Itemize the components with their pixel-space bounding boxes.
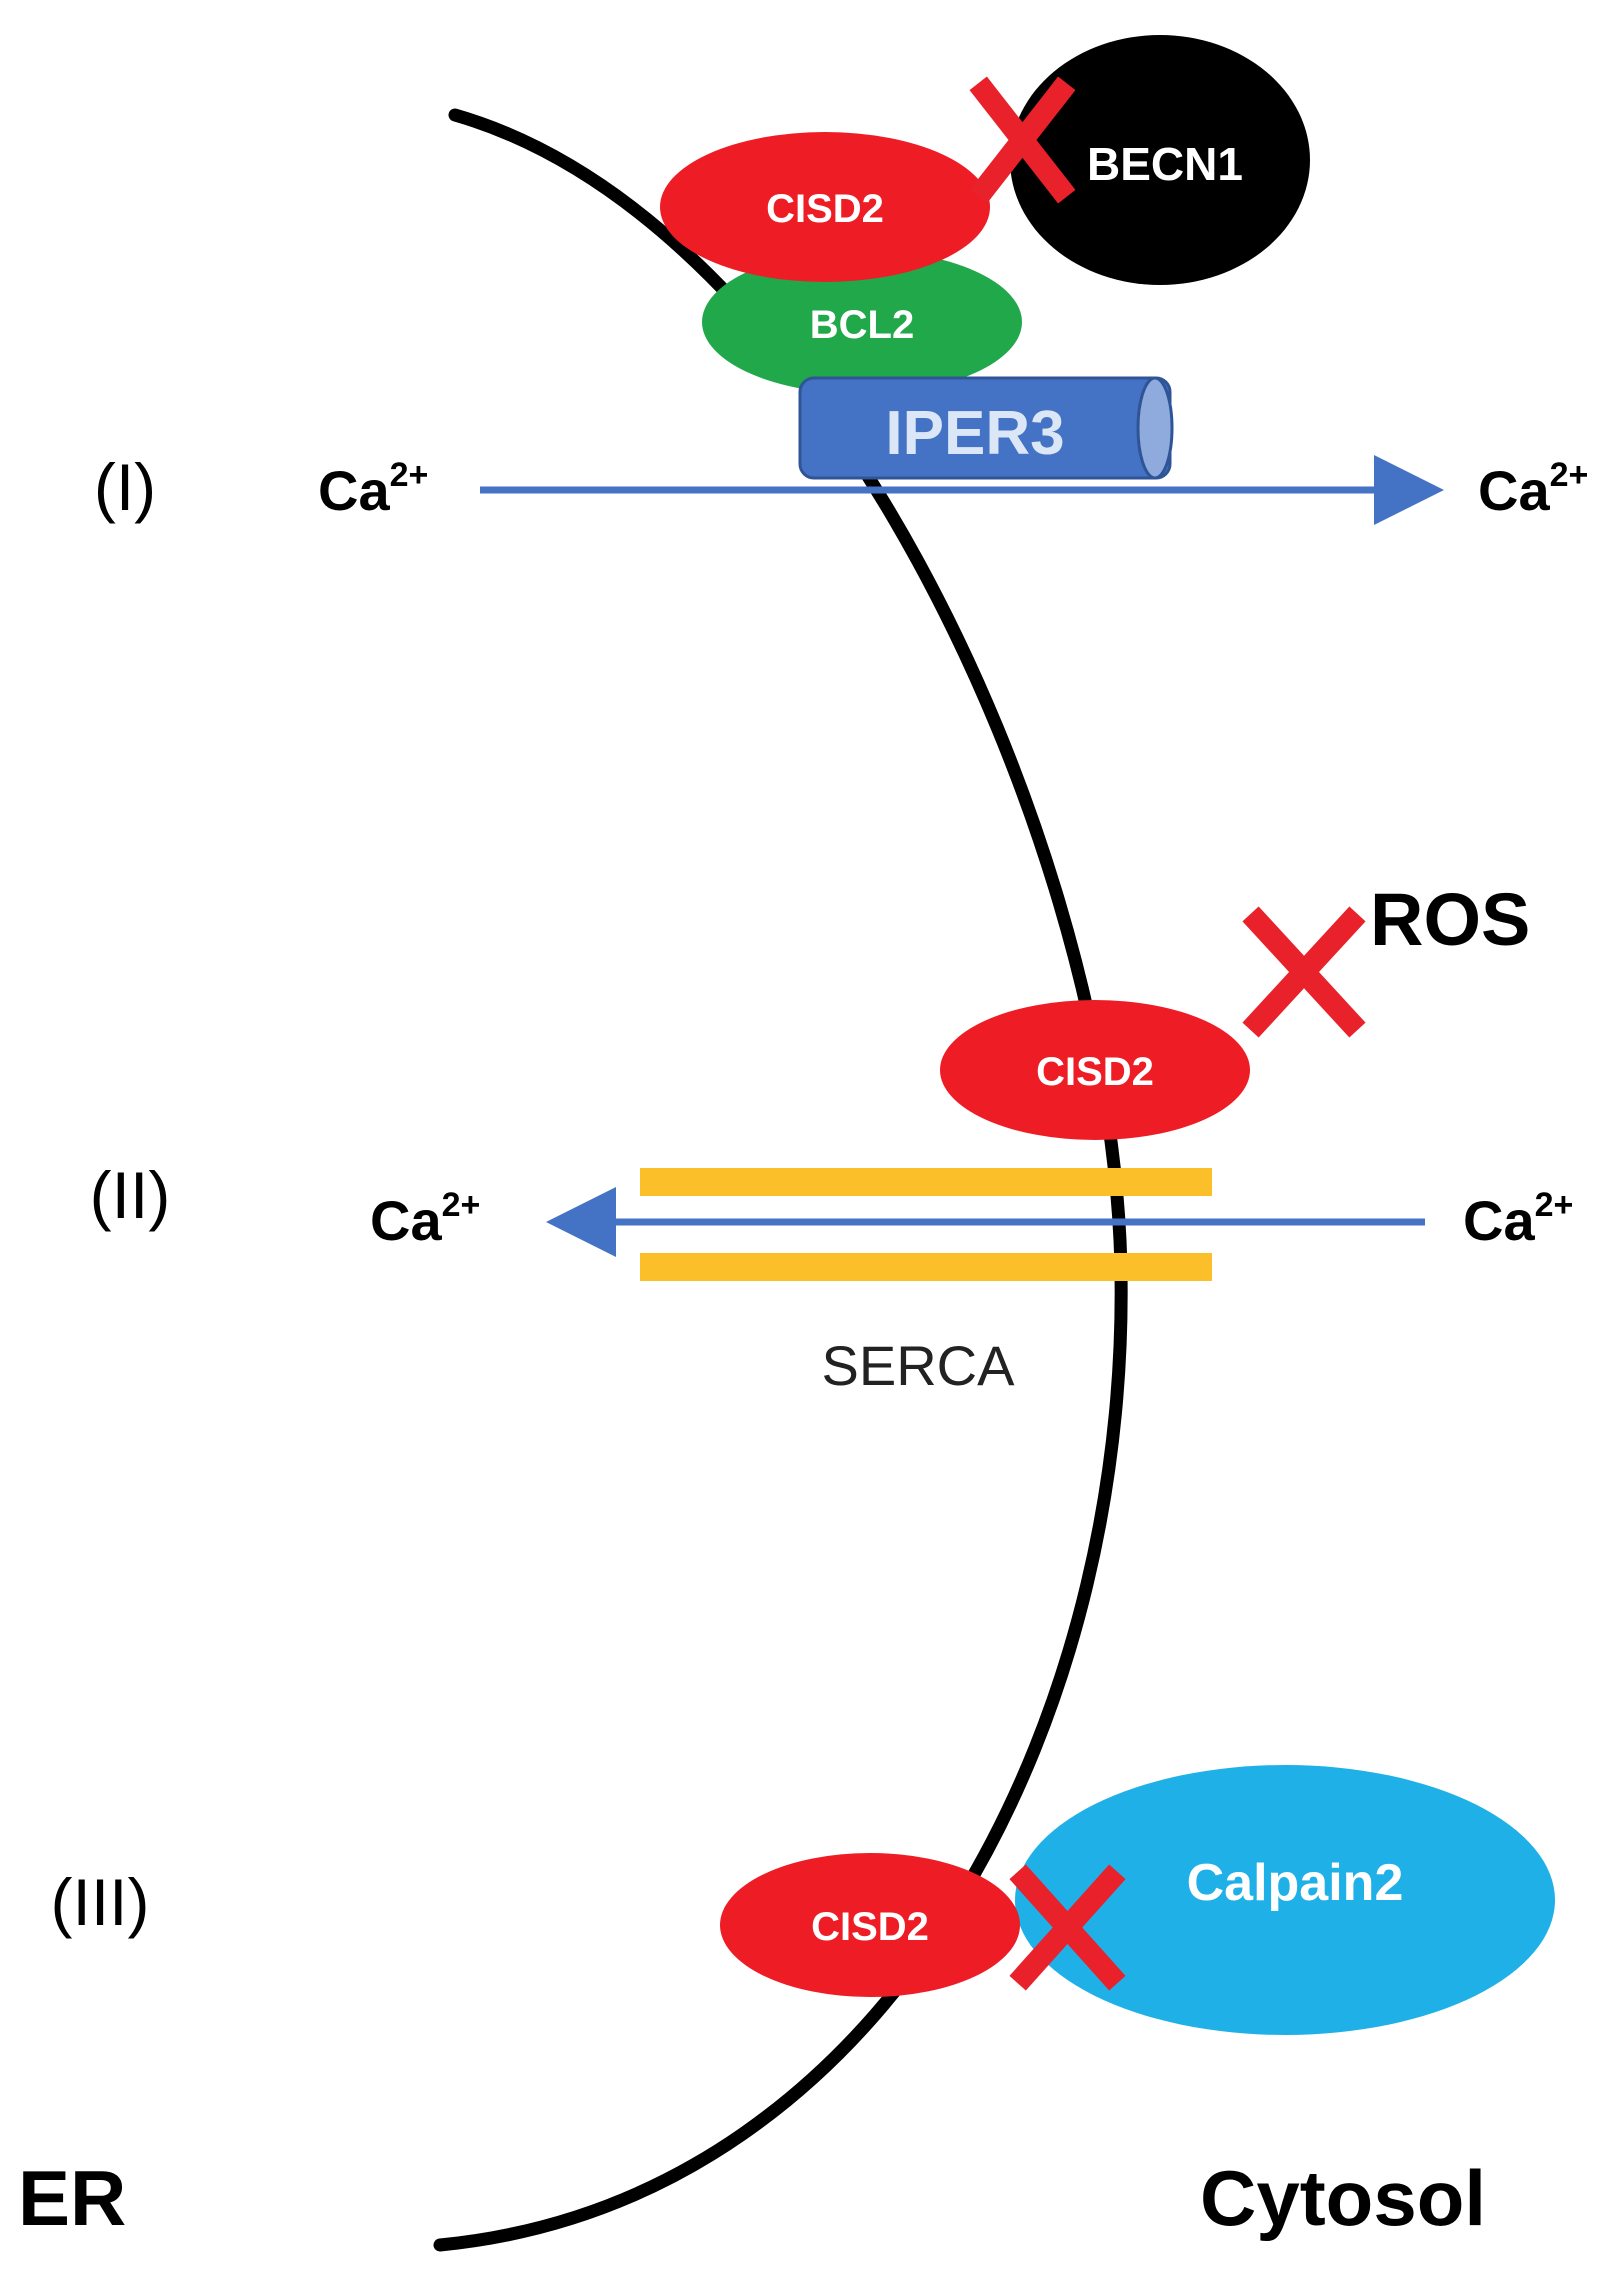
block-cross-3 xyxy=(1009,1864,1126,1991)
calpain2-ellipse xyxy=(1015,1765,1555,2035)
section-1-numeral: (I) xyxy=(94,450,156,524)
bcl2-ellipse xyxy=(702,250,1022,394)
ca-ion-right-2: Ca2+ xyxy=(1463,1186,1573,1252)
bcl2-label: BCL2 xyxy=(810,303,914,347)
er-label: ER xyxy=(18,2154,126,2242)
block-cross-2 xyxy=(1242,906,1366,1038)
cisd2-ellipse-2 xyxy=(940,1000,1250,1140)
becn1-ellipse xyxy=(1010,35,1310,285)
serca-bar-bottom xyxy=(640,1253,1212,1281)
section-1: (I) BECN1 BCL2 CISD2 IPER3 Ca2+ Ca2+ xyxy=(94,35,1588,525)
ca-ion-right-1: Ca2+ xyxy=(1478,456,1588,522)
section-3-numeral: (III) xyxy=(51,1865,150,1939)
section-3: (III) Calpain2 CISD2 xyxy=(51,1765,1555,2035)
calpain2-label: Calpain2 xyxy=(1187,1854,1404,1912)
becn1-label: BECN1 xyxy=(1087,138,1243,190)
ca-ion-left-1: Ca2+ xyxy=(318,456,428,522)
cisd2-label-1: CISD2 xyxy=(766,187,884,231)
iper3-channel-cap xyxy=(1136,376,1174,480)
block-cross-1 xyxy=(969,76,1076,204)
cisd2-label-2: CISD2 xyxy=(1036,1050,1154,1094)
cisd2-ellipse-3 xyxy=(720,1853,1020,1997)
ca-ion-left-2: Ca2+ xyxy=(370,1186,480,1252)
iper3-label: IPER3 xyxy=(885,399,1064,468)
cisd2-label-3: CISD2 xyxy=(811,1905,929,1949)
cisd2-ellipse-1 xyxy=(660,132,990,282)
cytosol-label: Cytosol xyxy=(1200,2154,1486,2242)
ros-label: ROS xyxy=(1370,878,1530,961)
serca-label: SERCA xyxy=(822,1334,1016,1397)
serca-bar-top xyxy=(640,1168,1212,1196)
section-2-numeral: (II) xyxy=(90,1158,171,1232)
section-2: (II) CISD2 ROS SERCA Ca2+ Ca2+ xyxy=(90,878,1574,1397)
